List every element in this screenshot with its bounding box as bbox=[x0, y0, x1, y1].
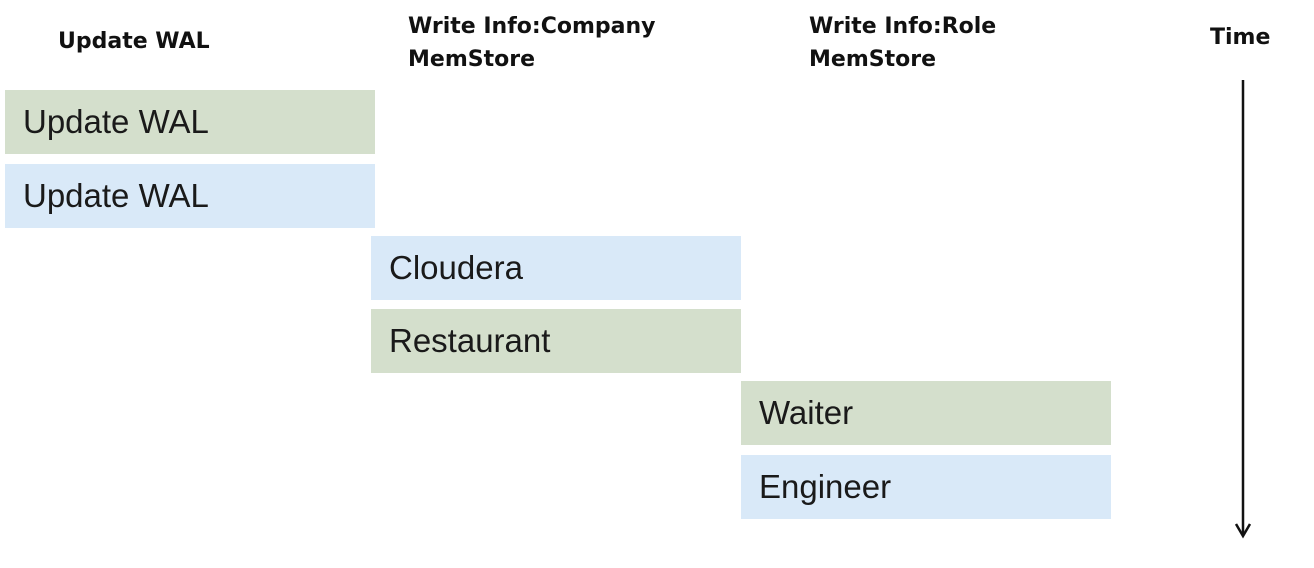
wal-block-green: Update WAL bbox=[5, 90, 375, 154]
wal-block-blue: Update WAL bbox=[5, 164, 375, 228]
role-block-engineer: Engineer bbox=[741, 455, 1111, 519]
company-block-restaurant: Restaurant bbox=[371, 309, 741, 373]
header-role-memstore: Write Info:Role MemStore bbox=[809, 14, 997, 72]
time-arrow-icon bbox=[1234, 80, 1252, 539]
header-update-wal: Update WAL bbox=[58, 29, 210, 54]
company-block-cloudera: Cloudera bbox=[371, 236, 741, 300]
header-time: Time bbox=[1210, 25, 1271, 50]
role-block-waiter: Waiter bbox=[741, 381, 1111, 445]
header-company-memstore: Write Info:Company MemStore bbox=[408, 14, 656, 72]
